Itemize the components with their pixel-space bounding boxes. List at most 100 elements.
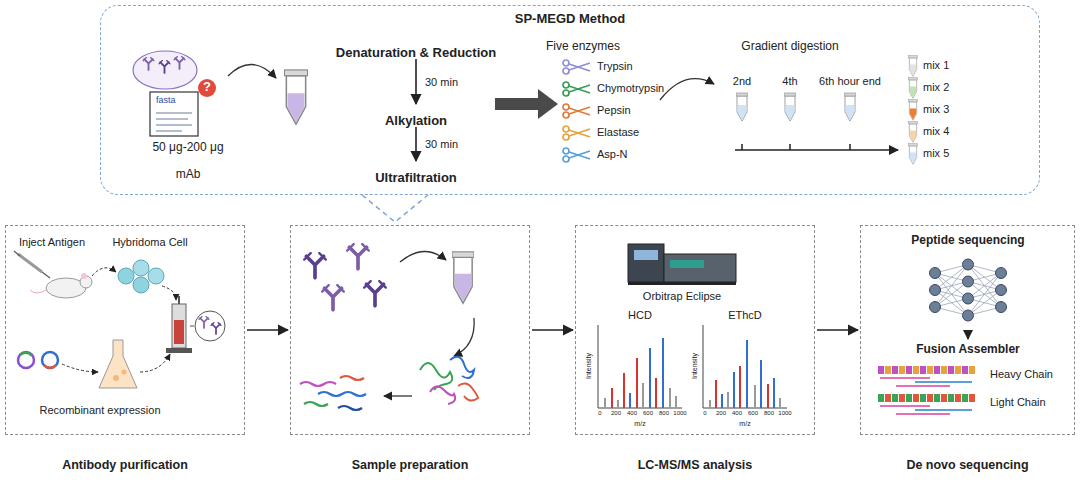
residue-block [955,366,961,374]
text-label: m/z [739,420,750,428]
residue-block [955,394,961,402]
text-label: 600 [643,410,653,417]
spectra [598,325,787,408]
peptide-line [915,409,972,411]
text-label: 400 [627,410,637,417]
text-label: 6th hour end [819,75,881,88]
method-title: SP-MEGD Method [101,11,1039,26]
residue-block [906,394,912,402]
stage-panel: Sample preparation [290,225,530,435]
text-label: 4th [782,75,797,88]
text-label: 2nd [733,75,751,88]
down-arrow [967,330,969,339]
residue-block [892,366,898,374]
flow-arrow [247,329,288,331]
text-label: Inject Antigen [19,236,85,249]
text-label: 1000 [673,410,686,417]
purification-art [14,251,225,388]
peptide-line [880,405,930,407]
nn-unit [996,268,1007,279]
residue-block [892,394,898,402]
step-label: Ultrafiltration [375,170,457,185]
stage-title: De novo sequencing [831,458,1080,472]
ms-instrument [628,244,736,285]
text-label: mAb [176,168,201,182]
text-label: fasta [156,95,176,105]
text-label: Asp-N [597,148,628,161]
residue-block [913,394,919,402]
text-label: 800 [764,410,774,417]
nn-unit [930,302,941,313]
residue-block [948,394,954,402]
text-label: 200 [716,410,726,417]
text-label: Five enzymes [546,40,620,54]
sample-art [300,244,478,410]
nn-link [968,290,1001,316]
text-label: Elastase [597,126,639,139]
edge-label: 30 min [423,138,460,150]
text-label: Fusion Assembler [916,343,1020,357]
residue-block [934,394,940,402]
text-label: 1000 [778,410,791,417]
peptide-line [880,377,930,379]
step-text: Alkylation [383,107,449,124]
residue-block [920,366,926,374]
text-label: Intensity [691,353,699,379]
enzymes [563,60,590,162]
nn-unit [963,276,974,287]
residue-block [969,366,975,374]
text-label: Hybridoma Cell [112,236,187,249]
text-label: Peptide sequencing [911,234,1024,248]
residue-block [941,394,947,402]
text-label: 50 μg-200 μg [152,141,223,155]
stage-panel: LC-MS/MS analysis [575,225,815,435]
residue-block [913,366,919,374]
text-label: Recombinant expression [39,404,160,417]
step-text: Ultrafiltration [373,164,459,181]
residue-block [899,394,905,402]
residue-block [885,366,891,374]
peptide-line [915,381,972,383]
text-label: 800 [659,410,669,417]
nn-unit [996,285,1007,296]
flow-arrow [415,127,417,161]
text-label: Light Chain [990,396,1046,409]
text-label: Gradient digestion [741,40,838,54]
text-label: Chymotrypsin [597,82,664,95]
callout [362,195,428,222]
residue-block [948,366,954,374]
text-label: 400 [732,410,742,417]
flow-arrow [817,329,858,331]
method-panel: SP-MEGD MethodDenaturation & ReductionAl… [100,5,1040,195]
residue-block [878,394,884,402]
text-label: Intensity [585,353,593,379]
residue-block [962,394,968,402]
assembly-bars [878,366,975,414]
residue-block [899,366,905,374]
flow-arrow [532,329,573,331]
residue-block [920,394,926,402]
text-label: Orbitrap Eclipse [643,290,721,303]
nn-unit [963,310,974,321]
residue-block [885,394,891,402]
big-arrow [495,89,558,119]
residue-block [927,366,933,374]
stage-panel: Antibody purification [5,225,245,435]
flow-arrow [415,59,417,104]
nn-link [935,282,968,308]
text-label: m/z [634,420,645,428]
residue-block [934,366,940,374]
peptide-line [896,413,950,415]
text-label: Heavy Chain [990,368,1053,381]
text-label: Trypsin [597,60,633,73]
text-label: Pepsin [597,104,631,117]
residue-block [927,394,933,402]
text-label: mix 5 [923,147,949,160]
mab-sample [133,51,308,136]
stage-title: Antibody purification [0,458,274,472]
text-label: mix 3 [923,103,949,116]
nn-unit [963,259,974,270]
neural-network [930,259,1007,321]
text-label: 200 [611,410,621,417]
nn-unit [930,268,941,279]
